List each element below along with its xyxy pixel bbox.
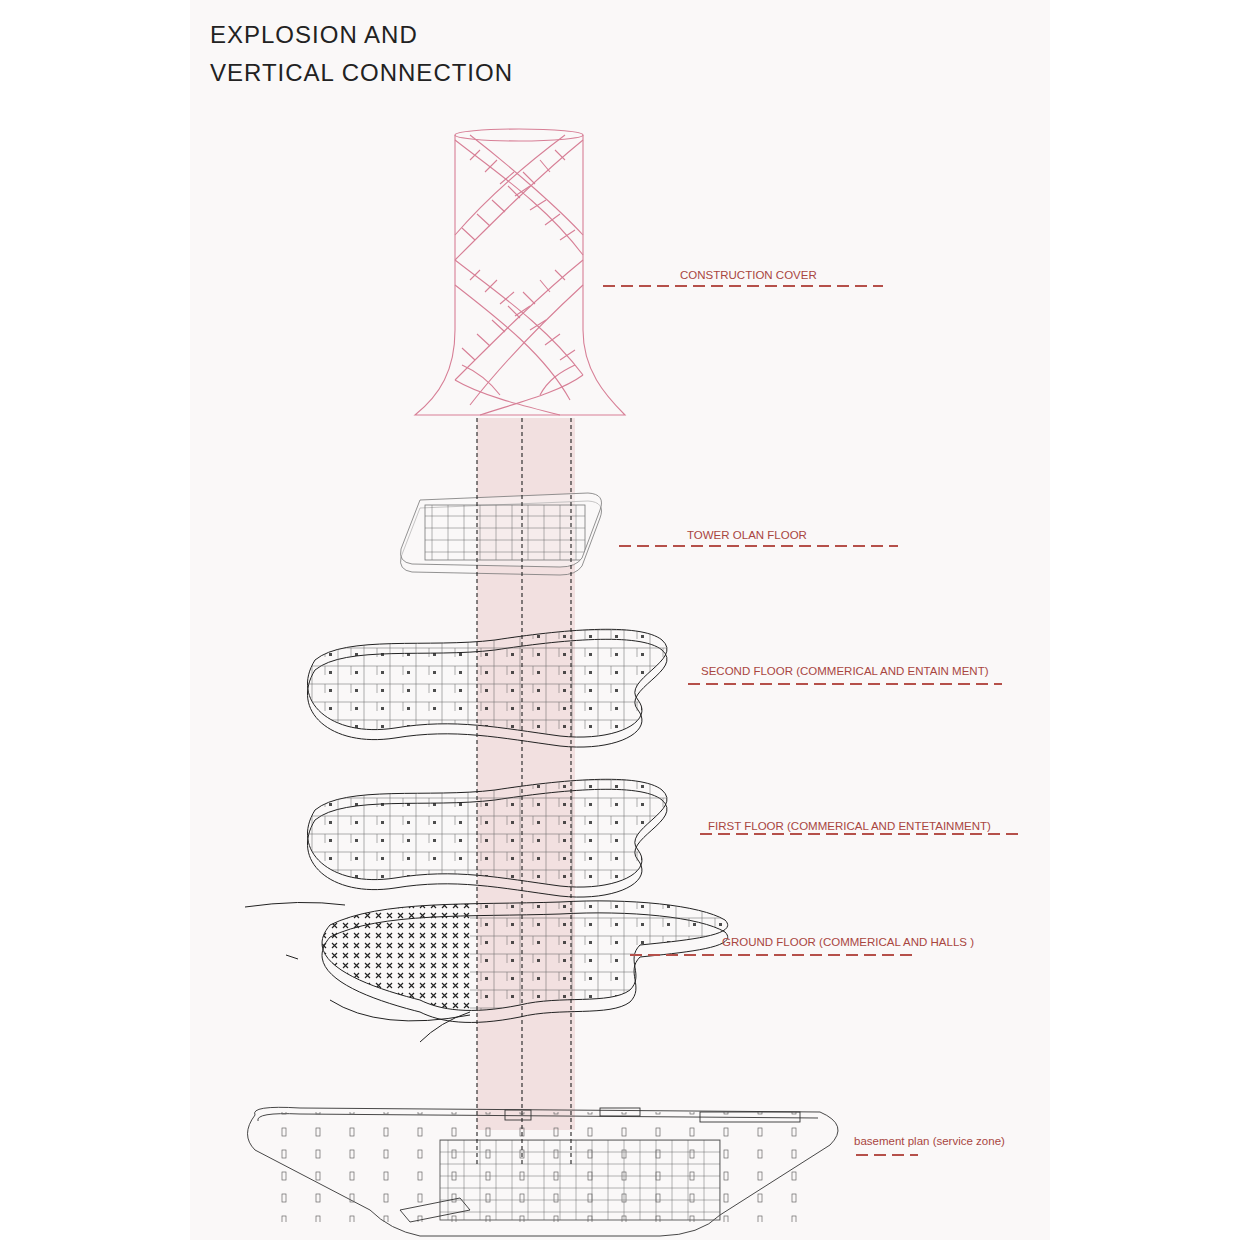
- drawing-part: [521, 418, 522, 1165]
- drawing-shape: [280, 1112, 820, 1222]
- drawing-part: [856, 1154, 918, 1156]
- drawing-part: [603, 285, 883, 287]
- drawing-part: [300, 770, 700, 900]
- drawing-shape: [425, 505, 585, 560]
- title: EXPLOSION AND VERTICAL CONNECTION: [210, 16, 536, 92]
- drawing-shape: [505, 1110, 531, 1120]
- floor-label: basement plan (service zone): [854, 1134, 1005, 1148]
- drawing-part: [570, 418, 571, 1165]
- drawing-line: [470, 150, 575, 240]
- drawing-line: [455, 380, 560, 415]
- floor-label: FIRST FLOOR (COMMERICAL AND ENTETAINMENT…: [708, 819, 991, 833]
- floor-label: CONSTRUCTION COVER: [680, 268, 817, 282]
- drawing-part: [300, 770, 700, 900]
- drawing-part: [476, 418, 477, 1165]
- drawing-line: [455, 140, 583, 260]
- drawing-shape: [440, 1140, 720, 1220]
- drawing-shape: [300, 620, 700, 750]
- drawing-part: [300, 620, 700, 750]
- drawing-line: [470, 285, 583, 405]
- floor-label: SECOND FLOOR (COMMERICAL AND ENTAIN MENT…: [701, 664, 989, 678]
- drawing-part: [619, 545, 898, 547]
- drawing-part: [477, 418, 571, 1165]
- drawing-line: [470, 270, 575, 360]
- drawing-line: [248, 1107, 839, 1236]
- drawing-line: [455, 285, 570, 400]
- drawing-shape: [600, 1108, 640, 1116]
- drawing-line: [455, 140, 583, 255]
- drawing-shape: [310, 900, 470, 1010]
- floor-label: GROUND FLOOR (COMMERICAL AND HALLS ): [722, 935, 974, 949]
- drawing-line: [330, 1000, 470, 1021]
- drawing-part: [245, 900, 730, 1042]
- drawing-line: [462, 150, 565, 240]
- drawing-line: [455, 260, 583, 375]
- drawing-part: [603, 286, 1022, 1155]
- drawing-line: [462, 270, 565, 360]
- drawing-part: [688, 683, 1002, 685]
- drawing-line: [455, 135, 565, 235]
- drawing-line: [462, 365, 575, 395]
- drawing-part: [700, 833, 1022, 835]
- drawing-part: [630, 954, 912, 956]
- drawing-line: [286, 955, 298, 959]
- drawing-part: [415, 129, 625, 415]
- drawing-line: [420, 1012, 470, 1042]
- drawing-part: [300, 620, 700, 750]
- drawing-shape: [700, 1112, 800, 1122]
- drawing-line: [470, 135, 583, 235]
- drawing-shape: [190, 0, 1050, 1240]
- floor-label: TOWER OLAN FLOOR: [687, 528, 807, 542]
- drawing-line: [415, 135, 625, 415]
- drawing-line: [455, 260, 583, 380]
- drawing-line: [245, 902, 345, 907]
- drawing-shape: [300, 770, 700, 900]
- drawing-line: [480, 375, 583, 415]
- drawing-part: [455, 129, 583, 141]
- drawing-part: [248, 1107, 839, 1236]
- drawing-line: [400, 1198, 470, 1222]
